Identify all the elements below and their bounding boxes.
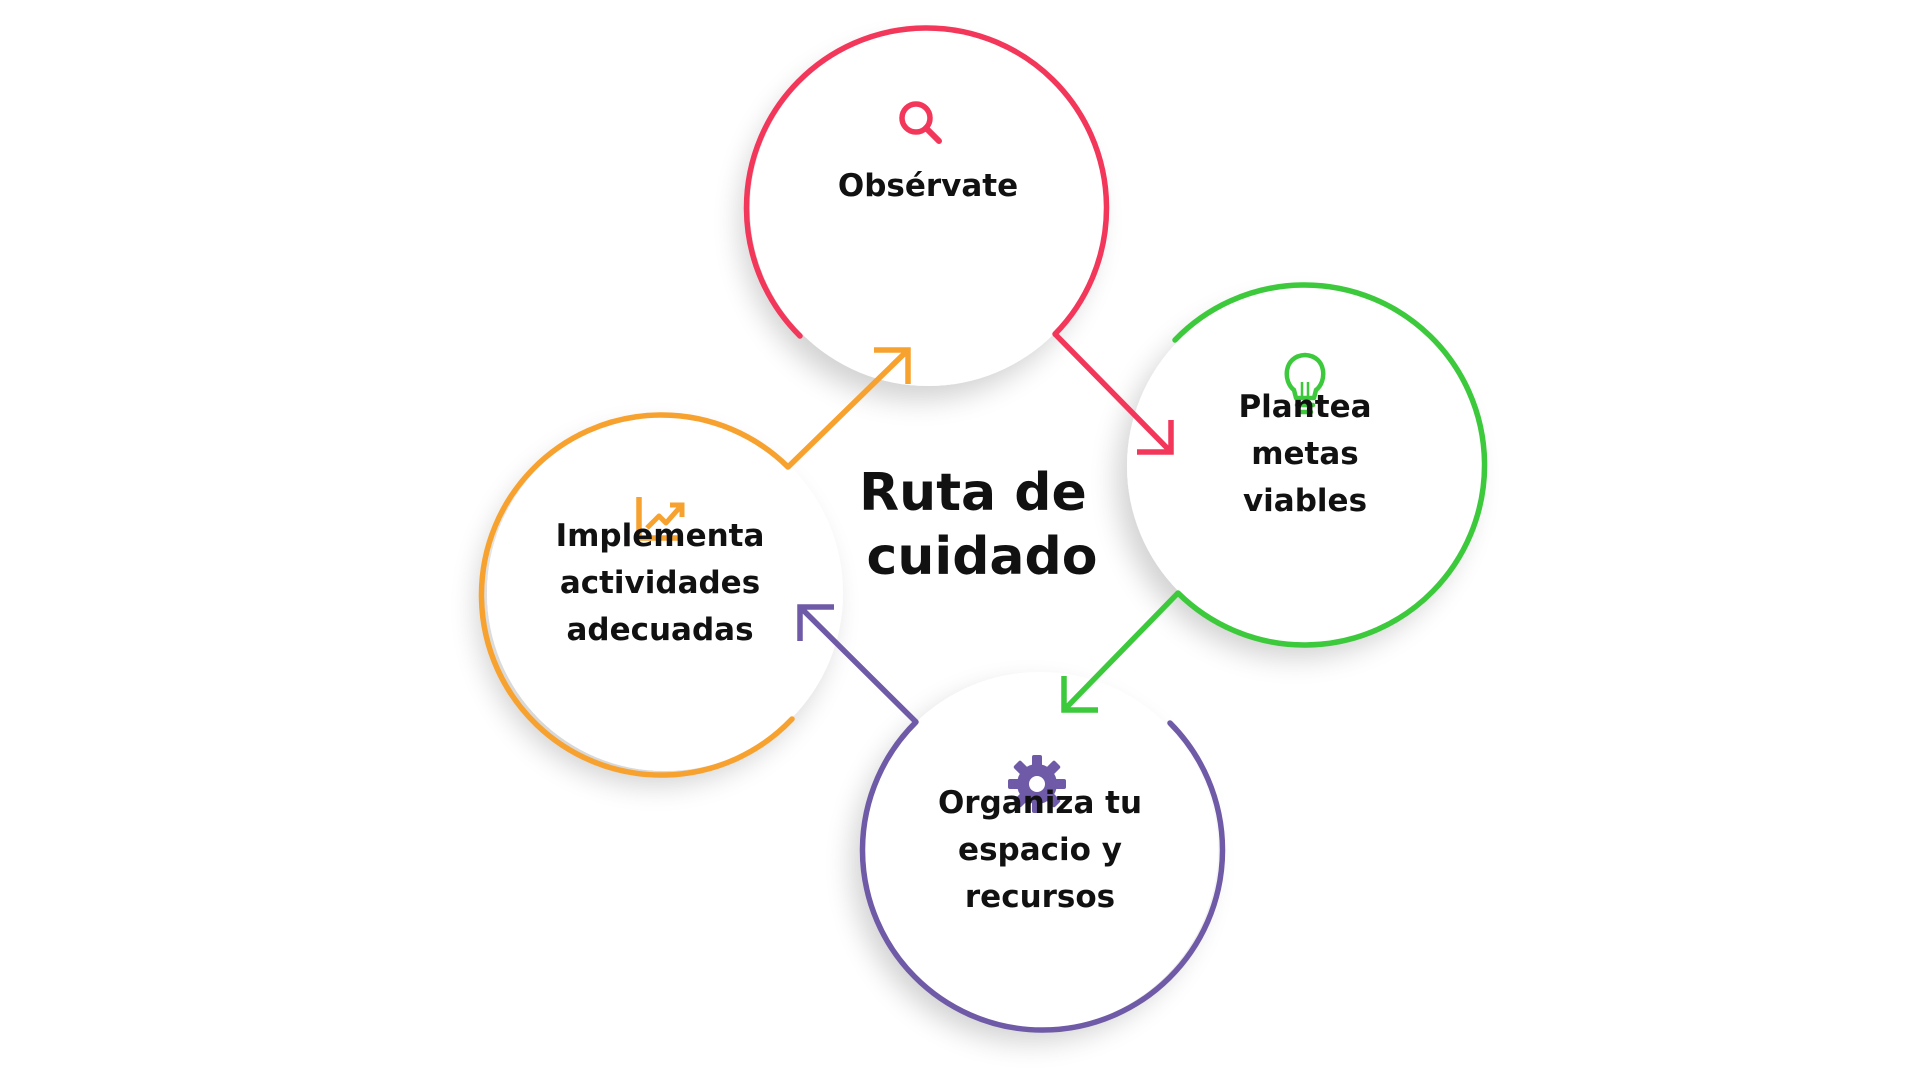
- trending-up-chart-icon: [636, 497, 685, 541]
- step-observate: Obsérvate: [743, 25, 1174, 455]
- label-line: metas: [1251, 436, 1359, 472]
- plantea-ring: [1172, 282, 1488, 648]
- label-line: Obsérvate: [838, 168, 1018, 204]
- label-line: Organiza tu: [938, 785, 1142, 821]
- organiza-label: Organiza tu espacio y recursos: [938, 785, 1142, 915]
- observate-label: Obsérvate: [838, 168, 1018, 204]
- search-icon: [899, 101, 942, 144]
- implementa-ring: [478, 412, 795, 778]
- label-line: Plantea: [1238, 389, 1371, 425]
- step-organiza: Organiza tu espacio y recursos: [797, 604, 1226, 1033]
- observate-ring: [743, 25, 1110, 339]
- organiza-ring: [859, 719, 1226, 1033]
- arrow-to-organiza: [1061, 591, 1180, 713]
- label-line: recursos: [965, 879, 1115, 915]
- arrow-to-plantea: [1053, 332, 1174, 455]
- step-implementa: Implementa actividades adecuadas: [478, 347, 911, 778]
- implementa-label: Implementa actividades adecuadas: [556, 518, 765, 648]
- gear-icon: [1008, 755, 1066, 813]
- title-line-1: Ruta de: [859, 463, 1087, 523]
- lightbulb-icon: [1284, 352, 1326, 415]
- label-line: espacio y: [958, 832, 1122, 868]
- label-line: adecuadas: [566, 612, 753, 648]
- arrow-to-observate: [786, 347, 911, 469]
- diagram-title: Ruta de cuidado: [859, 463, 1105, 587]
- arrow-to-implementa: [797, 604, 918, 724]
- title-line-2: cuidado: [867, 527, 1098, 587]
- plantea-label: Plantea metas viables: [1238, 389, 1371, 519]
- label-line: actividades: [560, 565, 760, 601]
- label-line: Implementa: [556, 518, 765, 554]
- step-plantea-metas: Plantea metas viables: [1061, 282, 1488, 713]
- circle-shadows: [487, 30, 1483, 1028]
- label-line: viables: [1243, 483, 1367, 519]
